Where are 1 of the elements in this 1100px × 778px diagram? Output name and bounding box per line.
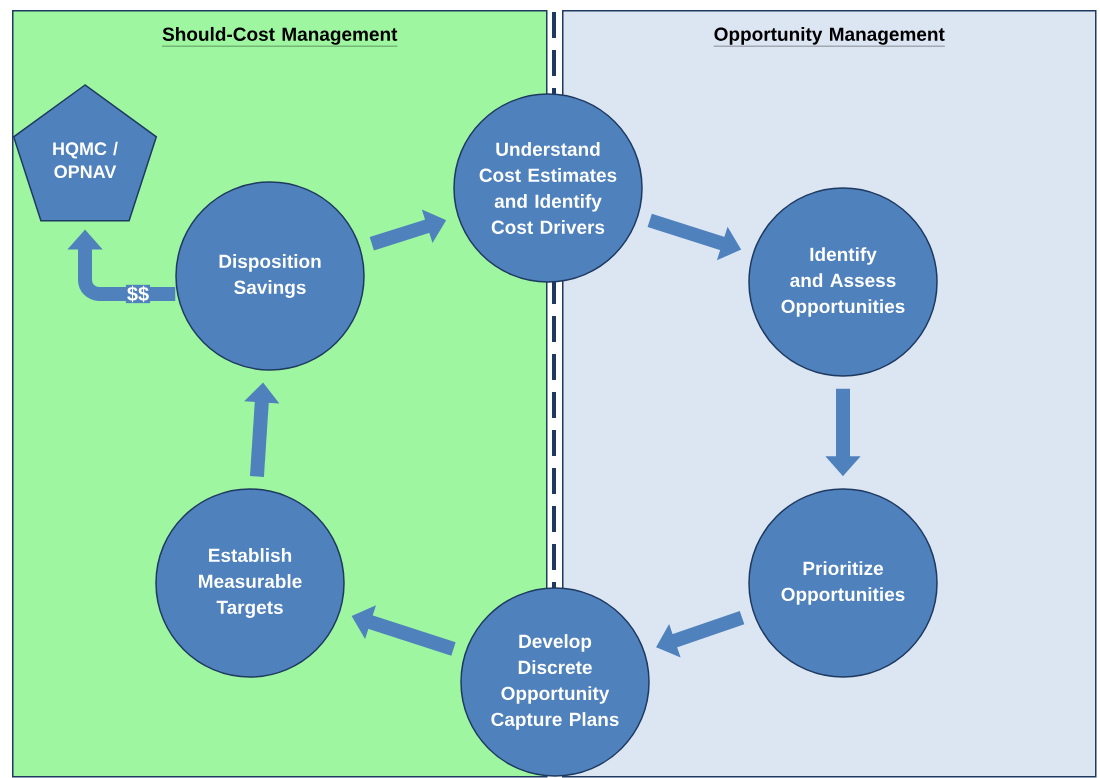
- pentagon: HQMC / OPNAV: [12, 84, 158, 222]
